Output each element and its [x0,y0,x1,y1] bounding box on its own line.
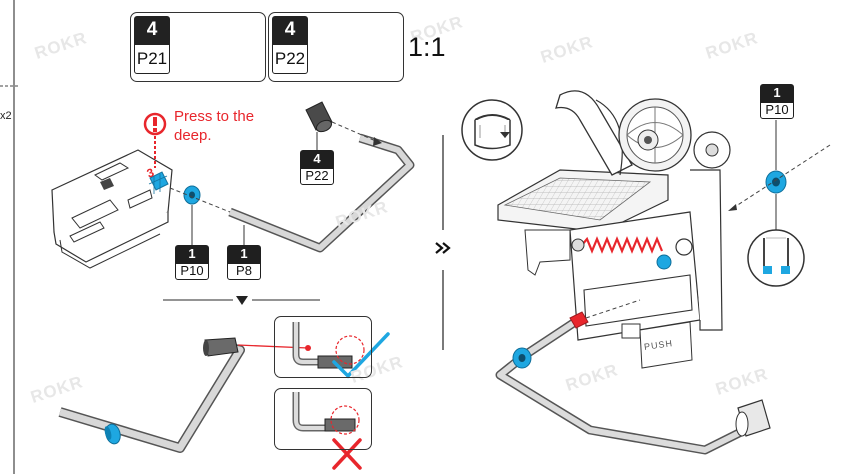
part-page: P10 [175,263,209,280]
instruction-line-2: deep. [174,127,212,144]
gray-sleeve-part [735,399,771,437]
margin-note: x2 [0,110,12,122]
rotation-hint-icon [461,99,523,161]
part-page: P10 [760,102,794,119]
part-page: P22 [300,168,334,185]
washer-detail-callout [747,229,805,287]
card-page: P22 [272,44,308,74]
gray-sleeve-part [305,101,333,133]
part-qty: 1 [175,245,209,263]
card-page: P21 [134,44,170,74]
part-qty: 1 [227,245,261,263]
card-qty: 4 [272,16,308,44]
blue-washer-part [512,347,532,369]
down-triangle-icon [236,296,248,305]
wrong-cross-icon [332,438,362,470]
next-arrow-icon [435,242,451,254]
card-qty: 4 [134,16,170,44]
gray-sleeve-part [203,337,239,357]
blue-washer-part [104,423,121,445]
wood-part [51,149,173,269]
scale-label: 1:1 [408,32,446,62]
instruction-line-1: Press to the [174,108,255,125]
blue-washer-part [183,185,201,205]
part-qty: 4 [300,150,334,168]
correct-check-icon [332,332,390,379]
part-page: P8 [227,263,261,280]
blue-washer-part [765,170,787,194]
mechanism-assembly [497,90,731,369]
correct-insertion-detail [274,316,372,378]
part-qty: 1 [760,84,794,102]
wrong-insertion-detail [274,388,372,450]
warning-icon [143,112,167,168]
